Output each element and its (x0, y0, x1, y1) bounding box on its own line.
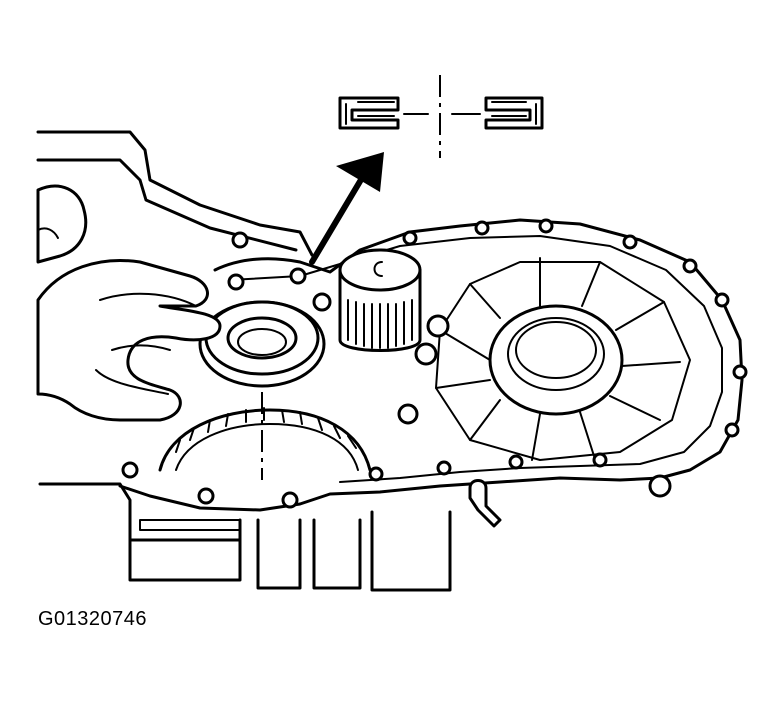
seal-cross-section-detail (338, 75, 544, 158)
flange-bolt-bosses (121, 218, 748, 509)
figure-id-label: G01320746 (38, 608, 148, 630)
vent-fitting (468, 479, 502, 528)
differential-bearing-housing (435, 257, 691, 461)
pointer-arrow (309, 152, 384, 265)
gear-ring (158, 392, 372, 480)
filter-cylinder (338, 248, 450, 366)
oil-seal (198, 300, 326, 388)
case-outline (36, 130, 744, 592)
technician-hands (36, 184, 222, 422)
